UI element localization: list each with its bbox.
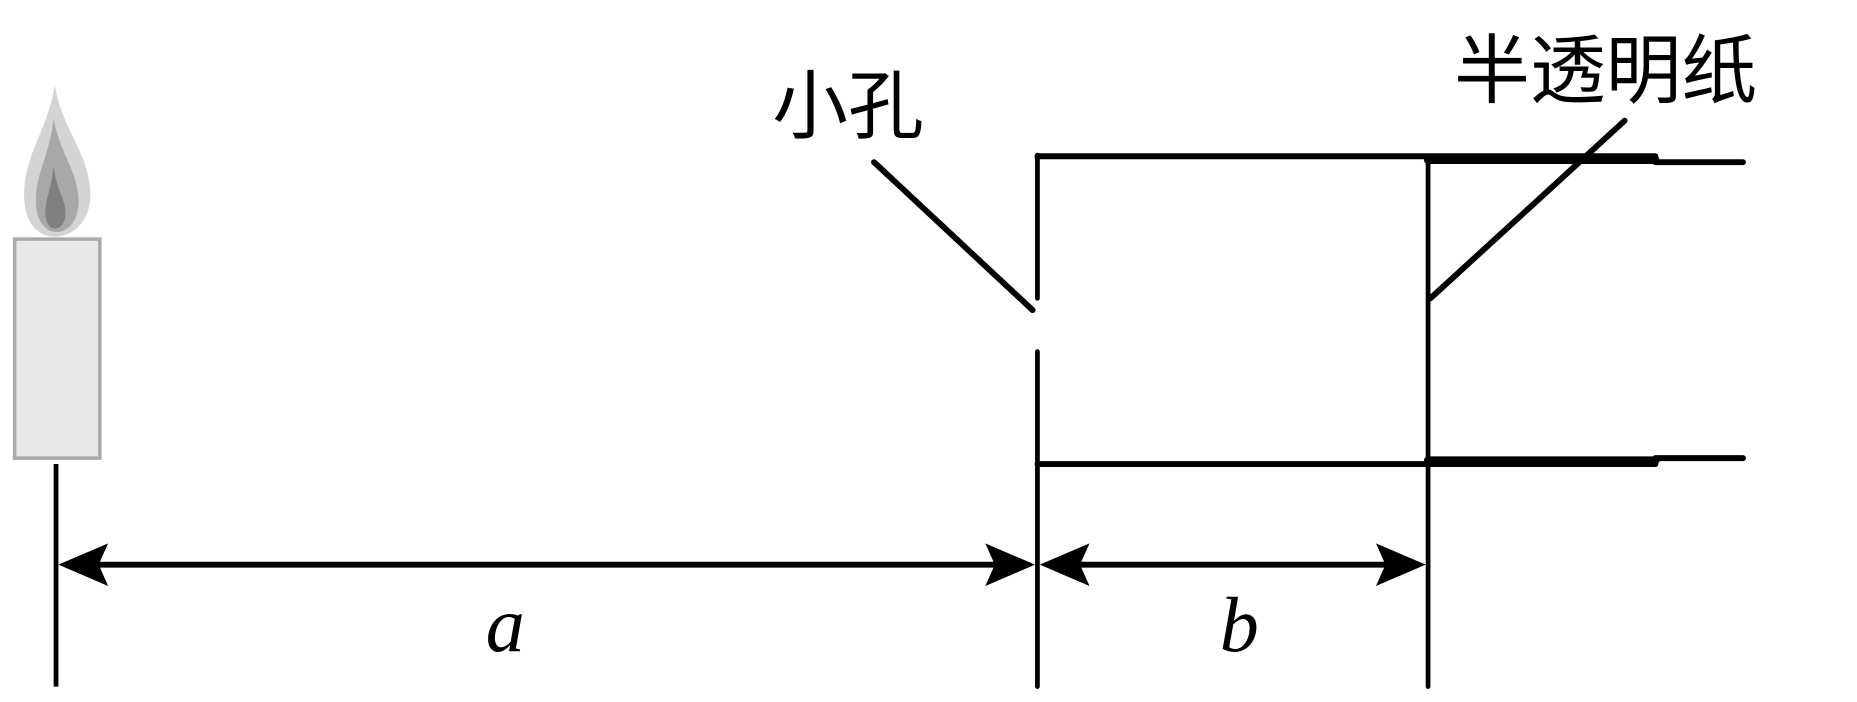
distance-a-label: a [486, 581, 525, 668]
pinhole-pointer [871, 159, 1036, 314]
arrowhead-left-icon [58, 543, 109, 586]
candle [12, 85, 102, 460]
dimension-b [1039, 543, 1426, 586]
arrowhead-right-icon [985, 543, 1036, 586]
paper-pointer [1427, 117, 1628, 302]
flame-inner-icon [45, 165, 66, 229]
translucent-paper-label: 半透明纸 [1454, 27, 1757, 115]
candle-body [12, 237, 102, 460]
distance-b-label: b [1220, 581, 1259, 668]
arrowhead-right-icon [1375, 543, 1426, 586]
pinhole-label: 小孔 [772, 63, 924, 151]
pinhole-box [1034, 152, 1746, 689]
arrowhead-left-icon [1039, 543, 1090, 586]
dimension-a [58, 543, 1036, 586]
